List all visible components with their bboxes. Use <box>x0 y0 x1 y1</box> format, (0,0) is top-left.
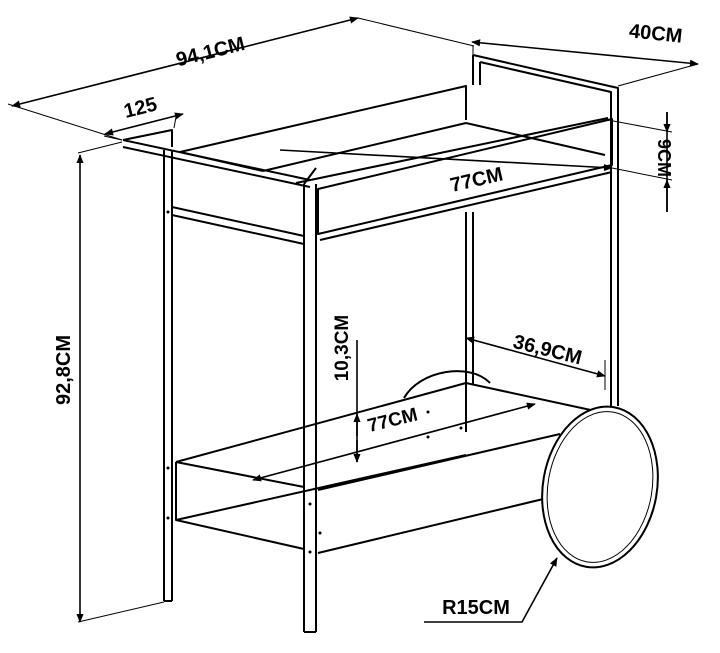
label-tray-width: 36,9CM <box>511 331 584 369</box>
label-wheel-radius: R15CM <box>442 597 510 619</box>
dimension-lines <box>7 16 699 623</box>
screw-dot <box>166 466 170 470</box>
top-tray-front-bottom <box>319 171 613 241</box>
front-wheel <box>541 405 659 569</box>
screw-dot <box>318 531 322 535</box>
back-wheel <box>403 370 491 399</box>
dim-frame-width <box>104 112 184 136</box>
screw-dot <box>426 410 430 414</box>
left-legs <box>163 150 322 633</box>
label-frame-width: 125 <box>122 93 160 122</box>
top-front-rail <box>295 117 609 184</box>
wheel-inner <box>546 411 654 563</box>
dim-width-total <box>11 16 359 108</box>
screw-dot <box>166 516 170 520</box>
screw-dot <box>166 210 170 214</box>
wheel-outer <box>541 405 659 569</box>
label-bottom-shelf-length: 77CM <box>366 404 420 437</box>
label-depth: 40CM <box>628 20 683 47</box>
top-tray-bottom-back <box>262 122 467 172</box>
top-tray <box>122 85 613 241</box>
ext-line <box>611 167 673 181</box>
rear-handle-inner <box>479 61 612 406</box>
top-side-rail-lower <box>122 146 311 188</box>
ext-line <box>77 141 123 154</box>
label-height-total: 92,8CM <box>53 335 75 405</box>
ext-line <box>607 119 673 133</box>
ext-line <box>103 135 123 141</box>
label-width-total: 94,1CM <box>174 33 247 71</box>
dim-depth <box>471 39 699 67</box>
screw-dot <box>308 502 312 506</box>
ext-line <box>77 601 165 623</box>
dim-tray-width <box>465 336 606 378</box>
side-crossbar-top <box>171 206 305 237</box>
bottom-shelf-front-bottom <box>317 494 561 554</box>
ext-line <box>173 116 177 129</box>
bottom-shelf-right-top <box>465 382 601 413</box>
screw-dot <box>459 426 463 430</box>
dim-top-shelf-length <box>279 149 613 172</box>
bottom-shelf-base-back <box>175 454 467 521</box>
label-shelf-gap: 9CM <box>654 139 674 177</box>
label-tray-depth: 10,3CM <box>332 315 353 382</box>
bottom-shelf-left-top <box>175 461 305 488</box>
top-tray-bottom-right <box>465 122 606 156</box>
ext-line <box>357 17 475 47</box>
ext-line <box>617 63 699 87</box>
top-tray-back <box>179 85 467 153</box>
front-leg-top <box>303 167 317 185</box>
ext-line <box>7 103 123 141</box>
side-crossbar-bottom <box>171 214 305 245</box>
top-side-rail <box>122 139 311 181</box>
screw-dot <box>426 435 430 439</box>
wheel-radius-leader <box>424 557 558 623</box>
dim-bottom-shelf-length <box>252 402 536 482</box>
bottom-shelf-back <box>175 382 467 463</box>
bottom-shelf <box>175 370 601 554</box>
screw-dot <box>308 550 312 554</box>
